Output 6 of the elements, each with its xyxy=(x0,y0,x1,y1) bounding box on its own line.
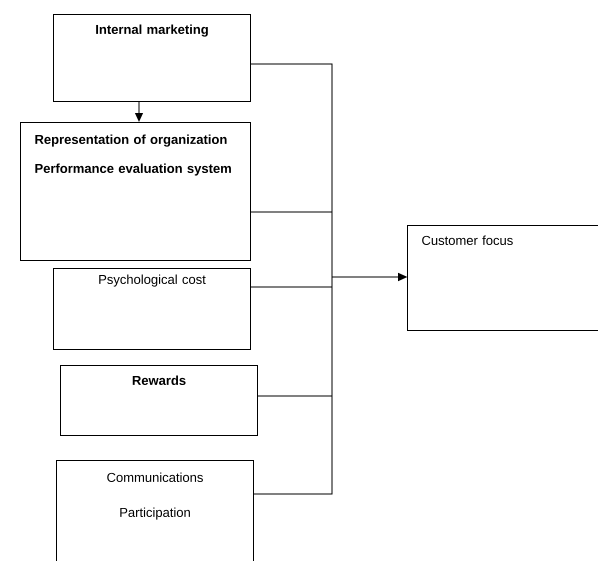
text-box: Representation of organization Performance evaluation system xyxy=(20,122,251,261)
text-box: Internal marketing xyxy=(53,14,251,102)
text-box: Communications Participation xyxy=(56,460,254,561)
text-box: Customer focus xyxy=(407,224,598,331)
text-box: Psychological cost xyxy=(53,268,251,350)
text-box: Rewards xyxy=(60,364,258,436)
